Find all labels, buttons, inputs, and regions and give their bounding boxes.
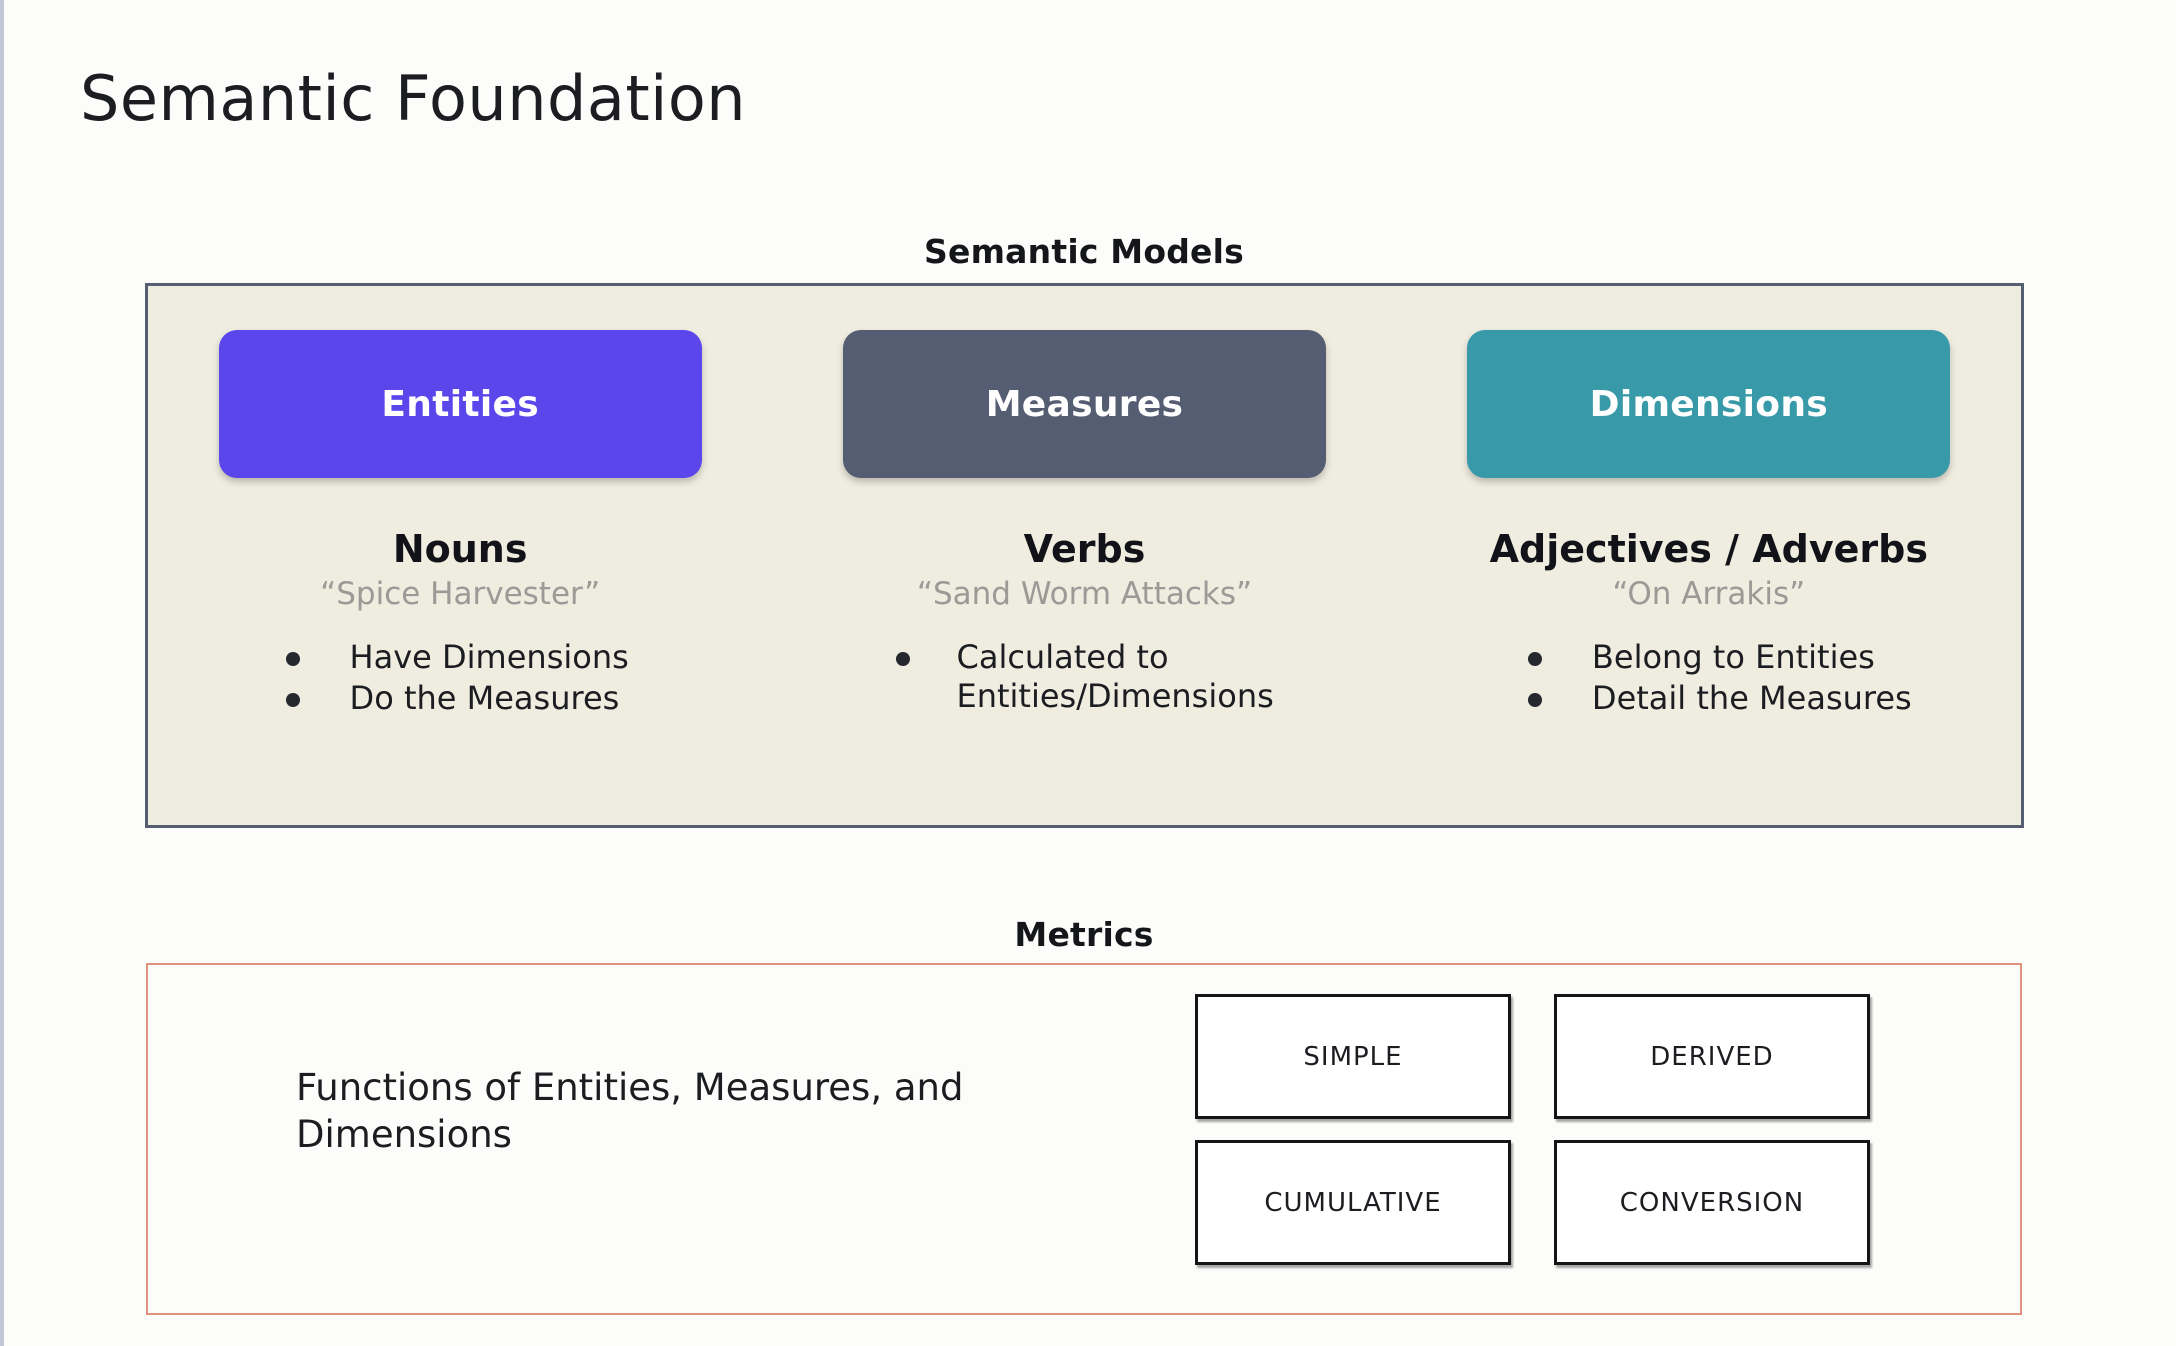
dimensions-part-of-speech: Adjectives / Adverbs — [1489, 527, 1928, 571]
bullet-dot-icon — [285, 693, 300, 708]
bullet-dot-icon — [285, 651, 300, 666]
entities-bullet-1: Have Dimensions — [349, 637, 629, 676]
bullet-dot-icon — [896, 651, 911, 666]
dimensions-bullet-2: Detail the Measures — [1591, 679, 1912, 718]
measures-part-of-speech: Verbs — [1023, 527, 1146, 571]
dimensions-bullet-list: Belong to Entities Detail the Measures — [1527, 637, 1912, 721]
semantic-models-columns: Entities Nouns “Spice Harvester” Have Di… — [148, 286, 2021, 825]
list-item: Do the Measures — [285, 679, 629, 718]
semantic-column-entities: Entities Nouns “Spice Harvester” Have Di… — [148, 286, 772, 825]
entities-bullet-list: Have Dimensions Do the Measures — [285, 637, 629, 721]
metric-type-cumulative[interactable]: CUMULATIVE — [1195, 1140, 1511, 1265]
semantic-models-section-label: Semantic Models — [924, 232, 1244, 271]
list-item: Calculated to Entities/Dimensions — [896, 638, 1276, 717]
measures-bullet-1: Calculated to Entities/Dimensions — [956, 637, 1274, 716]
metrics-description: Functions of Entities, Measures, and Dim… — [296, 1066, 964, 1156]
entities-part-of-speech: Nouns — [392, 527, 528, 571]
measures-chip[interactable]: Measures — [842, 330, 1326, 478]
dimensions-chip[interactable]: Dimensions — [1467, 330, 1951, 478]
entities-chip[interactable]: Entities — [218, 330, 702, 478]
dimensions-bullet-1: Belong to Entities — [1591, 637, 1875, 676]
entities-bullet-2: Do the Measures — [349, 679, 620, 718]
page-title: Semantic Foundation — [80, 62, 747, 135]
metrics-panel: Functions of Entities, Measures, and Dim… — [146, 963, 2022, 1315]
bullet-dot-icon — [1527, 693, 1542, 708]
semantic-column-dimensions: Dimensions Adjectives / Adverbs “On Arra… — [1397, 286, 2021, 825]
bullet-dot-icon — [1527, 651, 1542, 666]
metric-type-simple[interactable]: SIMPLE — [1195, 994, 1511, 1119]
dimensions-example: “On Arrakis” — [1612, 575, 1806, 612]
measures-example: “Sand Worm Attacks” — [916, 575, 1253, 612]
metric-type-grid: SIMPLE DERIVED CUMULATIVE CONVERSION — [1195, 994, 1870, 1265]
entities-example: “Spice Harvester” — [320, 575, 601, 612]
metric-type-derived[interactable]: DERIVED — [1554, 994, 1870, 1119]
metrics-section-label: Metrics — [1014, 915, 1154, 954]
semantic-models-panel: Entities Nouns “Spice Harvester” Have Di… — [145, 283, 2024, 828]
semantic-column-measures: Measures Verbs “Sand Worm Attacks” Calcu… — [772, 286, 1396, 825]
list-item: Detail the Measures — [1527, 679, 1912, 718]
measures-bullet-list: Calculated to Entities/Dimensions — [896, 638, 1276, 719]
metric-type-conversion[interactable]: CONVERSION — [1554, 1140, 1870, 1265]
list-item: Have Dimensions — [285, 637, 629, 677]
list-item: Belong to Entities — [1527, 637, 1912, 677]
